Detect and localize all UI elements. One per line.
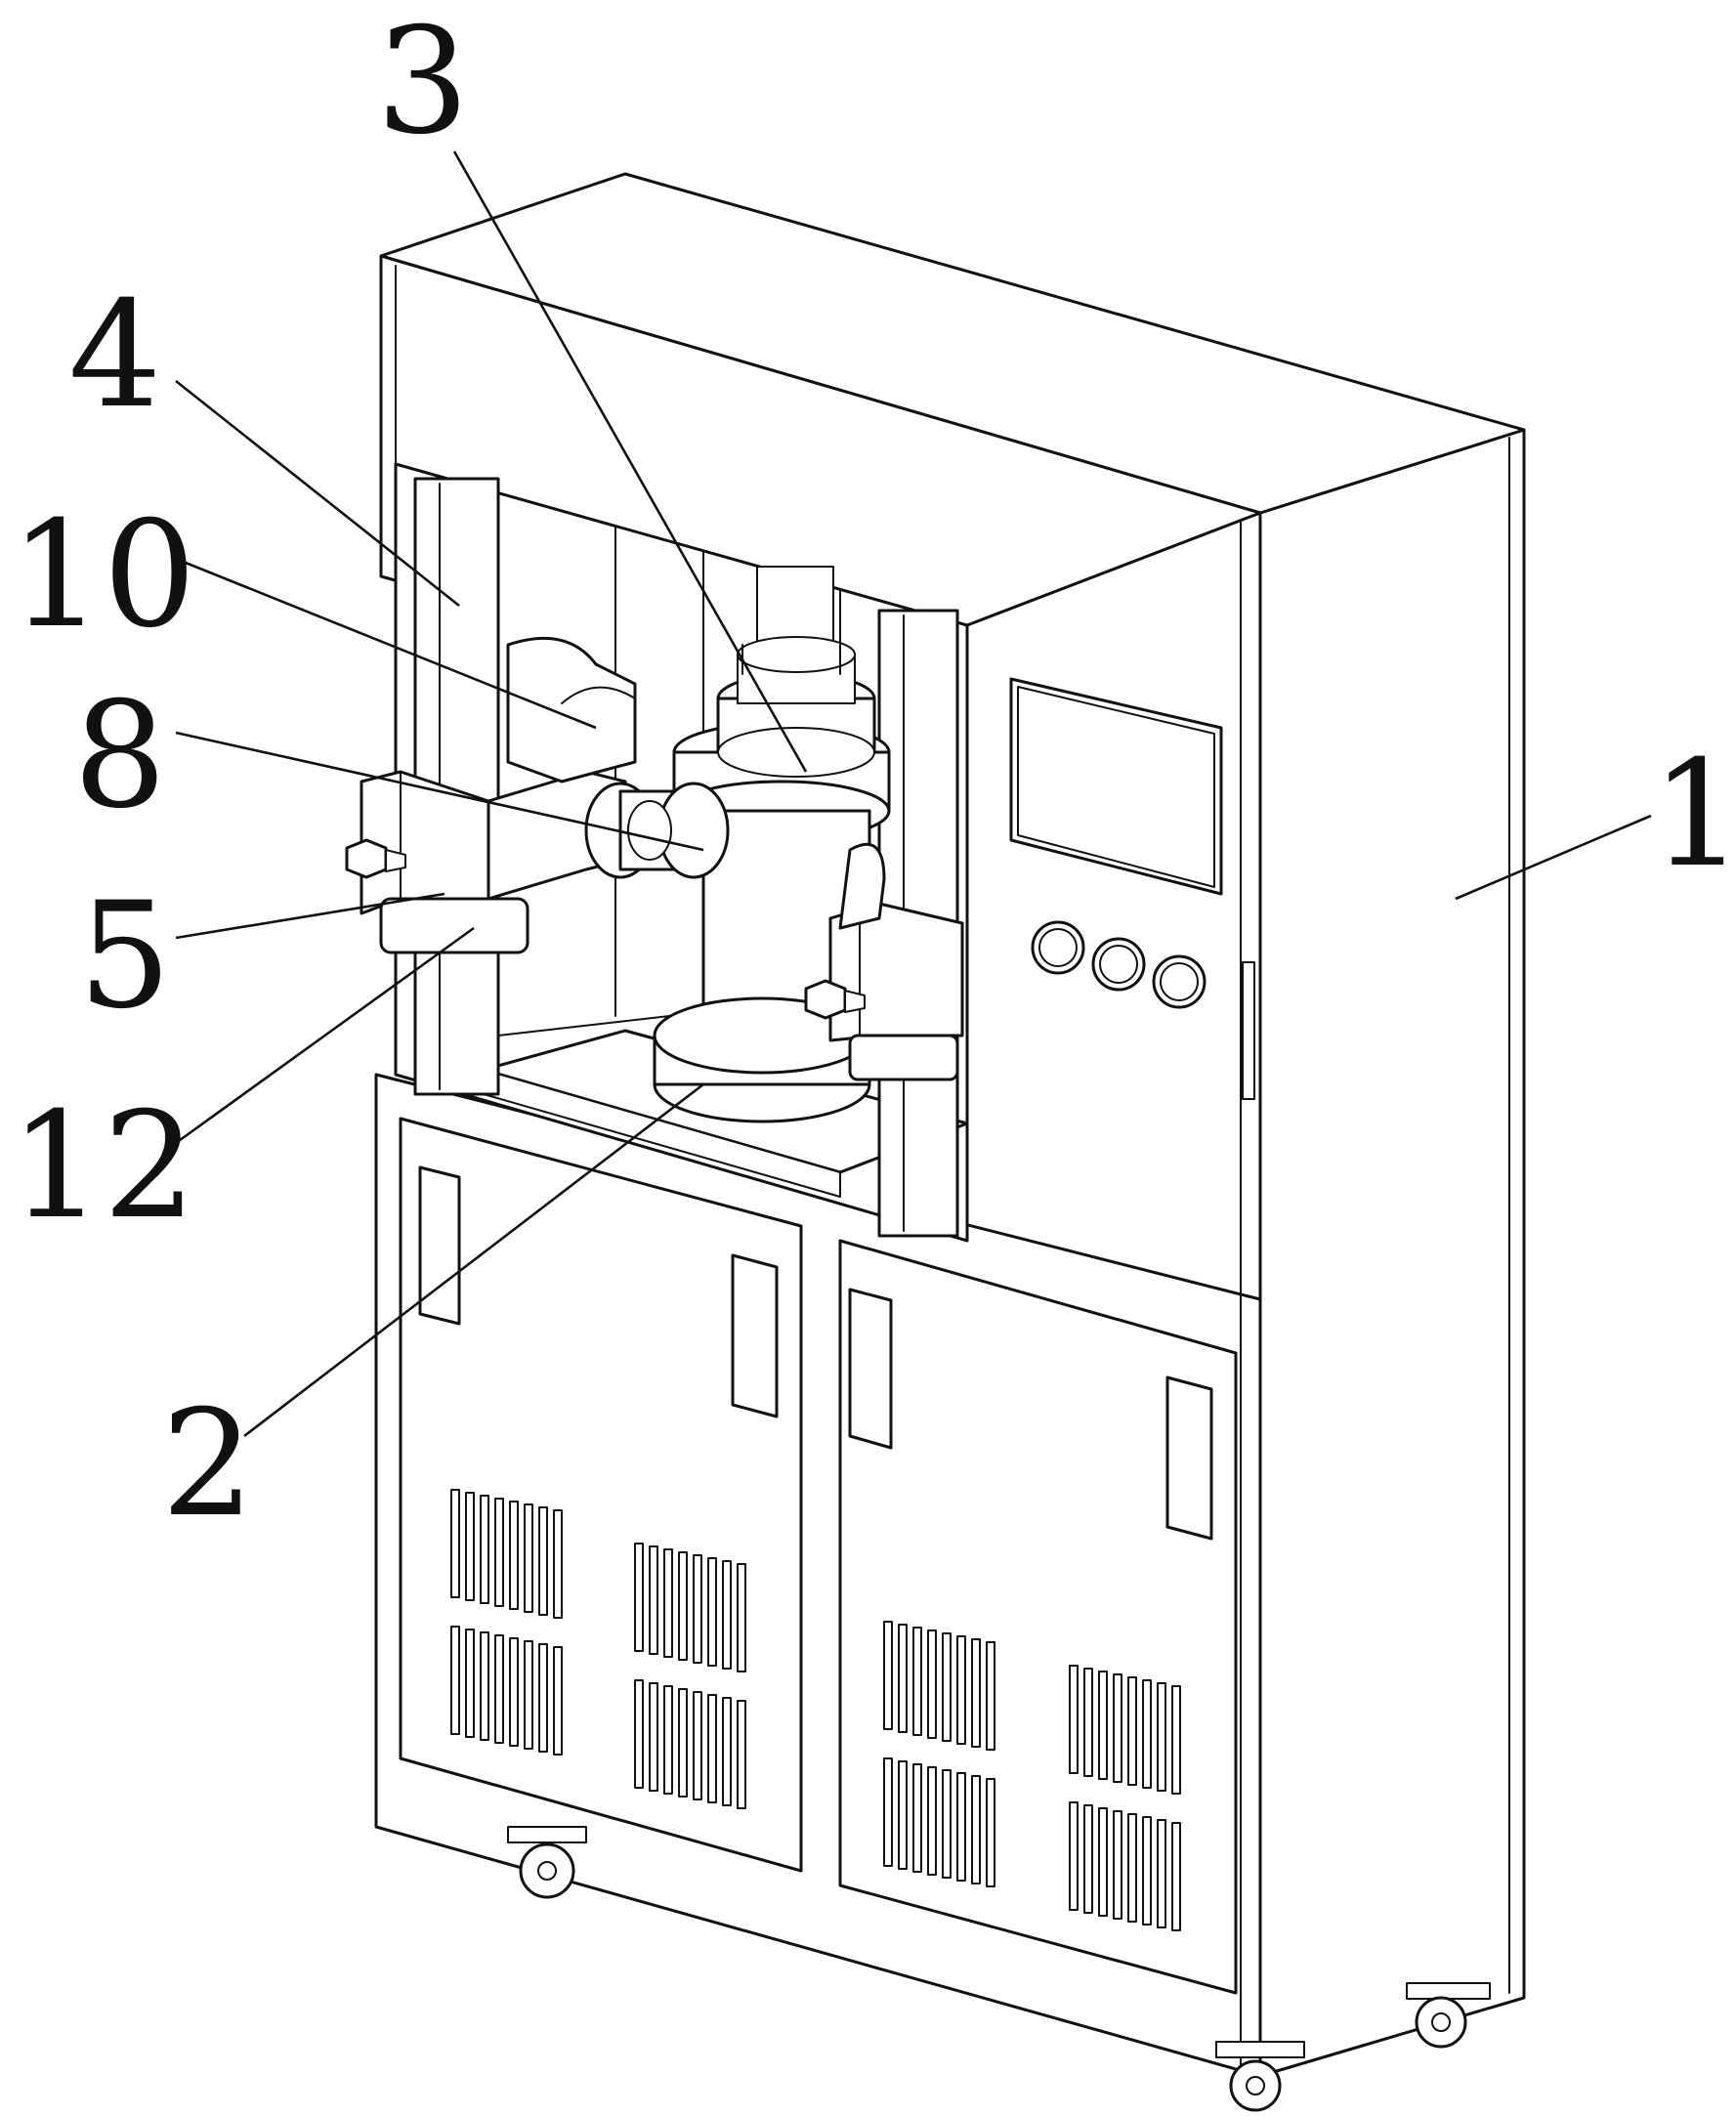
vent-slot <box>664 1686 672 1794</box>
label-8: 8 <box>73 671 166 841</box>
vent-slot <box>1099 1672 1107 1779</box>
vent-slot <box>899 1625 907 1732</box>
vent-slot <box>1084 1669 1092 1776</box>
vent-slot <box>451 1490 459 1597</box>
vent-slot <box>466 1493 474 1600</box>
vent-slot <box>987 1642 995 1750</box>
label-5: 5 <box>78 871 171 1041</box>
vent-slot <box>495 1499 503 1606</box>
vent-slot <box>913 1628 921 1735</box>
door-handle[interactable] <box>1167 1377 1211 1539</box>
side-handle <box>1243 962 1254 1099</box>
vent-slot <box>679 1552 687 1660</box>
vent-slot <box>1128 1677 1136 1785</box>
vent-slot <box>1099 1808 1107 1916</box>
vent-slot <box>539 1644 547 1752</box>
cabinet-side-face <box>1260 430 1524 2076</box>
vent-slot <box>1070 1802 1078 1910</box>
label-3: 3 <box>376 0 469 167</box>
vent-slot <box>1172 1686 1180 1794</box>
vent-slot <box>664 1549 672 1657</box>
label-4: 4 <box>68 271 161 441</box>
vent-slot <box>884 1758 892 1866</box>
vent-slot <box>913 1764 921 1872</box>
vent-slot <box>928 1630 936 1738</box>
vent-slot <box>1172 1823 1180 1930</box>
vent-slot <box>884 1622 892 1729</box>
vent-slot <box>943 1770 951 1878</box>
vent-slot <box>723 1561 731 1669</box>
vent-slot <box>694 1692 701 1799</box>
vent-slot <box>1128 1814 1136 1922</box>
vent-slot <box>708 1558 716 1666</box>
vent-slot <box>554 1647 562 1755</box>
vent-slot <box>1143 1817 1151 1925</box>
label-12: 12 <box>10 1081 196 1251</box>
vent-slot <box>510 1502 518 1609</box>
vent-slot <box>972 1639 980 1747</box>
vent-slot <box>650 1546 657 1654</box>
label-1: 1 <box>1651 730 1736 900</box>
vent-slot <box>738 1564 745 1672</box>
vent-slot <box>1158 1820 1165 1927</box>
right-bolt-icon <box>806 981 845 1018</box>
vent-slot <box>957 1636 965 1744</box>
vent-slot <box>1084 1805 1092 1913</box>
vent-slot <box>510 1638 518 1746</box>
vent-slot <box>1114 1811 1122 1919</box>
door-handle[interactable] <box>850 1290 891 1448</box>
door-handle[interactable] <box>420 1167 459 1324</box>
vent-slot <box>723 1698 731 1805</box>
vent-slot <box>957 1773 965 1881</box>
vent-slot <box>694 1555 701 1663</box>
vent-slot <box>635 1544 643 1651</box>
vent-slot <box>525 1641 532 1749</box>
vent-slot <box>972 1776 980 1883</box>
vent-slot <box>679 1689 687 1797</box>
vent-slot <box>539 1507 547 1615</box>
label-2: 2 <box>161 1379 254 1549</box>
label-10: 10 <box>10 490 196 660</box>
vent-slot <box>525 1504 532 1612</box>
vent-slot <box>943 1633 951 1741</box>
vent-slot <box>635 1680 643 1788</box>
clamp-collar <box>381 899 528 952</box>
vent-slot <box>899 1761 907 1869</box>
vent-slot <box>451 1627 459 1734</box>
vent-slot <box>738 1701 745 1808</box>
vent-slot <box>987 1779 995 1886</box>
vent-slot <box>481 1496 488 1603</box>
vent-slot <box>1070 1666 1078 1773</box>
vent-slot <box>1158 1683 1165 1791</box>
vent-slot <box>928 1767 936 1875</box>
vent-slot <box>481 1632 488 1740</box>
vent-slot <box>495 1635 503 1743</box>
vent-slot <box>554 1510 562 1618</box>
vent-slot <box>650 1683 657 1791</box>
vent-slot <box>1143 1680 1151 1788</box>
vent-slot <box>1114 1674 1122 1782</box>
control-panel <box>1011 679 1221 1007</box>
vent-slot <box>708 1695 716 1802</box>
vent-slot <box>466 1629 474 1737</box>
door-handle[interactable] <box>733 1255 777 1417</box>
left-bolt-icon <box>347 840 386 877</box>
